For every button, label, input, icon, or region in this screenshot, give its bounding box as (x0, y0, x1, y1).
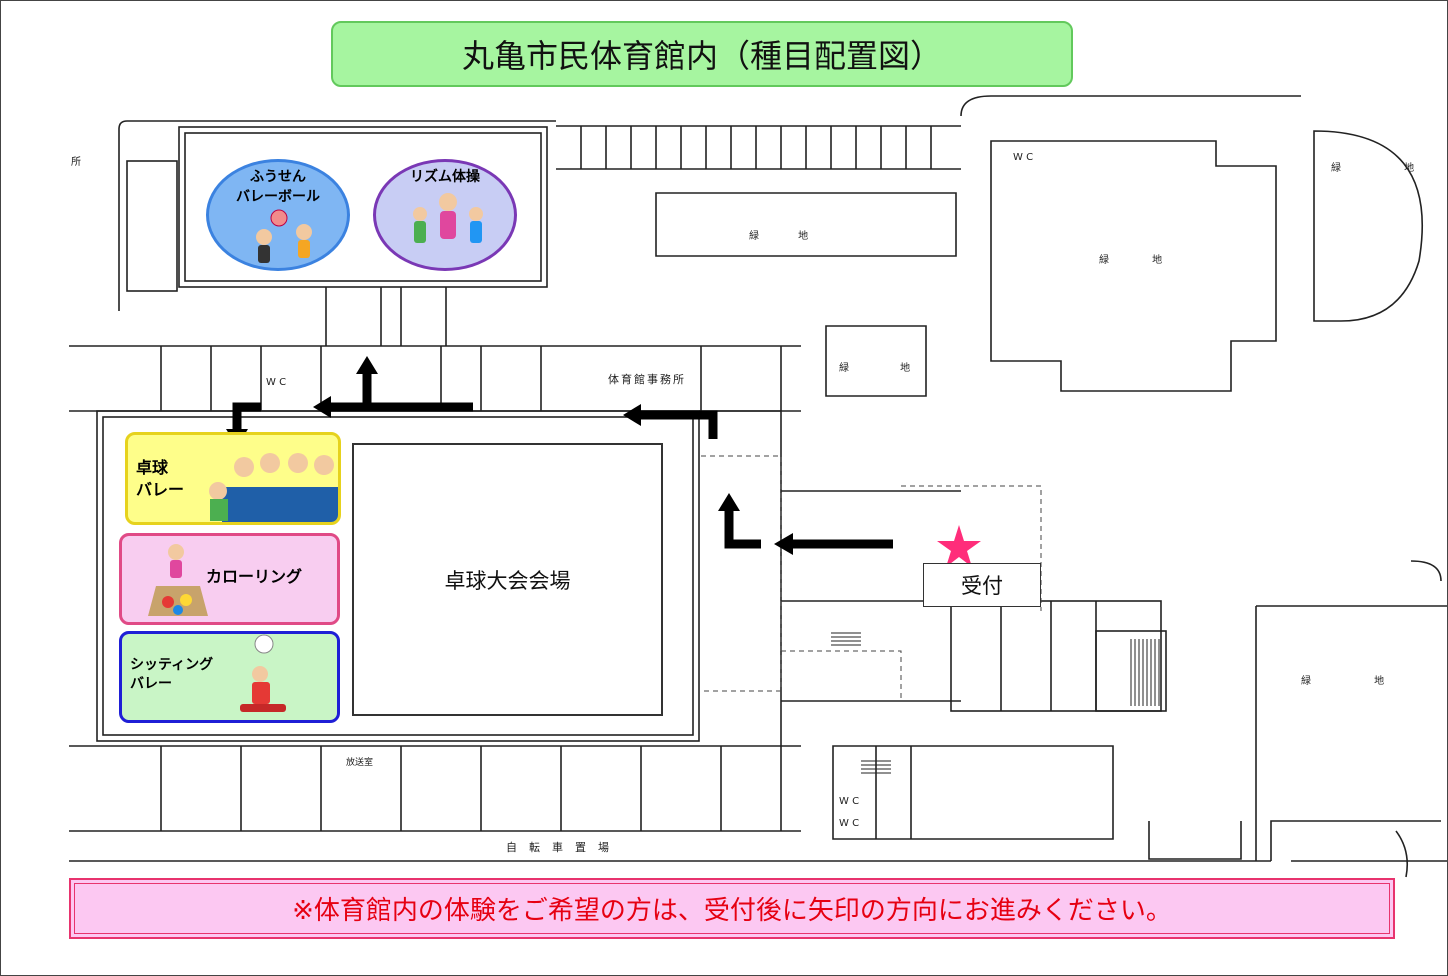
zone-curling-label: カローリング (206, 567, 303, 586)
wc-label-4: W C (266, 377, 287, 388)
map-title: 丸亀市民体育館内（種目配置図） (331, 21, 1073, 87)
zone-rhythm-exercise: リズム体操 (373, 159, 517, 271)
main-court: 卓球大会会場 (352, 443, 663, 716)
dancing-children-icon (413, 193, 483, 243)
table-volleyball-players-icon (209, 453, 338, 522)
notice-banner: ※体育館内の体験をご希望の方は、受付後に矢印の方向にお進みください。 (69, 878, 1395, 939)
greenery-label-3: 緑 地 (1099, 255, 1183, 266)
greenery-label-5: 緑 地 (1301, 676, 1415, 687)
zone-table-volleyball-label: 卓球 バレー (136, 458, 185, 499)
sitting-volleyball-player-icon (240, 634, 286, 712)
zone-balloon-volleyball-label: ふうせん バレーボール (236, 169, 320, 205)
wc-label-3: W C (839, 818, 860, 829)
office-label: 体育館事務所 (608, 373, 686, 386)
reception-star-icon (937, 525, 981, 567)
place-label: 所 (71, 157, 81, 168)
bicycle-parking-label: 自転車置場 (506, 841, 621, 854)
greenery-label-4: 緑 地 (1331, 163, 1445, 174)
children-playing-icon (256, 209, 312, 263)
curling-player-icon (148, 544, 208, 616)
wc-label-2: W C (839, 796, 860, 807)
greenery-label-2: 緑 地 (839, 363, 935, 374)
reception: 受付 (923, 563, 1041, 607)
zone-rhythm-exercise-label: リズム体操 (410, 169, 480, 185)
storage-label: 放送室 (346, 758, 374, 768)
wc-label-1: W C (1013, 152, 1034, 163)
zone-sitting-volleyball-label: シッティング バレー (130, 657, 214, 692)
zone-balloon-volleyball: ふうせん バレーボール (206, 159, 350, 271)
greenery-label-1: 緑 地 (749, 231, 827, 242)
zone-sitting-volleyball: シッティング バレー (119, 631, 340, 723)
zone-table-volleyball: 卓球 バレー (125, 432, 341, 525)
zone-curling: カローリング (119, 533, 340, 625)
